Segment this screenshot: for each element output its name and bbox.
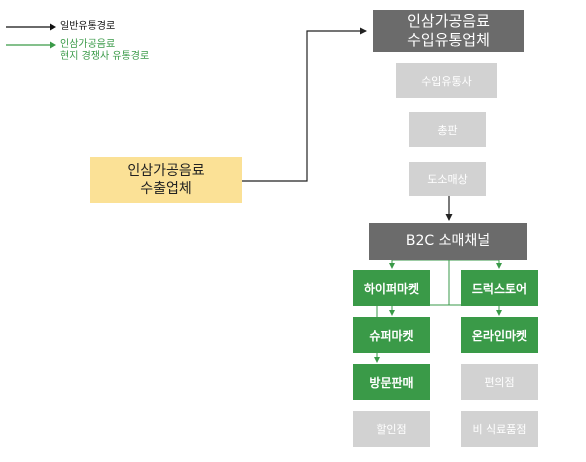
exporter-to-importer-arrow [242, 27, 367, 182]
legend-competitor-arrow [6, 41, 56, 49]
legend-general-arrow [6, 23, 56, 31]
b2c-channel-box: B2C 소매채널 [369, 223, 527, 260]
exporter-box: 인삼가공음료 수출업체 [90, 157, 242, 203]
channel-convenience-store: 편의점 [461, 364, 538, 400]
channel-discount-store: 할인점 [353, 411, 430, 447]
channel-drugstore: 드럭스토어 [461, 270, 538, 306]
legend-general-label: 일반유통경로 [60, 21, 116, 32]
legend-competitor-label: 인삼가공음료 현지 경쟁사 유통경로 [60, 39, 150, 62]
step-importer-distributor: 수입유통사 [396, 63, 497, 98]
channel-non-food-store: 비 식료품점 [461, 411, 538, 447]
step-general-distributor: 총판 [409, 112, 486, 147]
channel-hypermarket: 하이퍼마켓 [353, 270, 430, 306]
channel-door-to-door: 방문판매 [353, 364, 430, 400]
importer-box: 인삼가공음료 수입유통업체 [373, 10, 524, 52]
channel-online-market: 온라인마켓 [461, 317, 538, 353]
step-wholesale-retailer: 도소매상 [409, 162, 486, 196]
channel-supermarket: 슈퍼마켓 [353, 317, 430, 353]
